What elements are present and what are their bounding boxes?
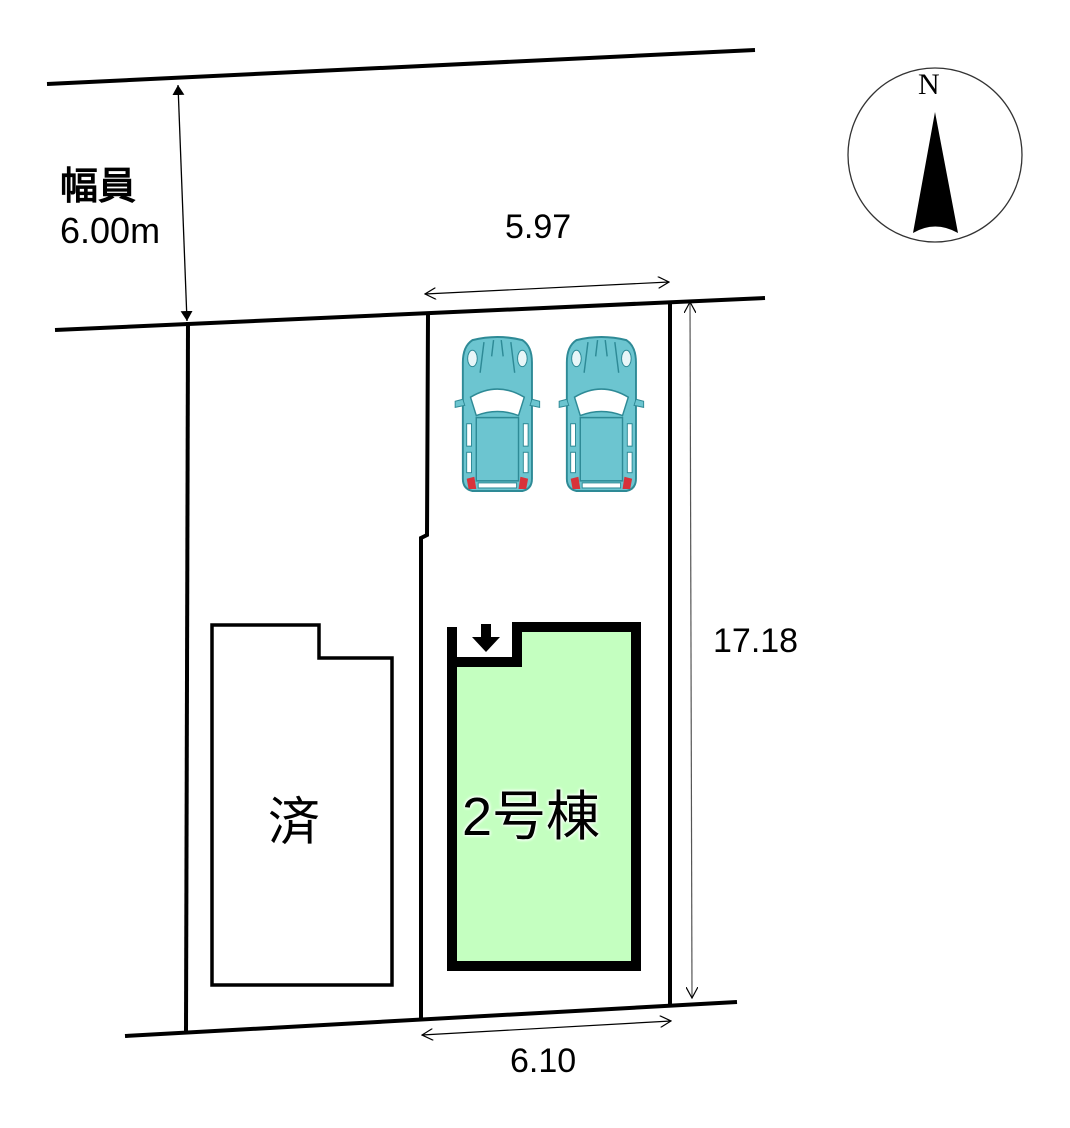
entrance-arrow-icon [472, 624, 500, 652]
car-icon [558, 335, 645, 493]
road-width-value: 6.00m [60, 210, 161, 251]
north-compass-icon [847, 67, 1023, 243]
neighbor-lot-left-boundary [184, 321, 190, 1033]
frontage-top-arrow [425, 282, 669, 294]
frontage-top-value: 5.97 [505, 208, 572, 246]
car-icon [454, 335, 541, 493]
subject-lot-label: 2号棟 [462, 787, 601, 847]
road-width-label: 幅員 6.00m [60, 165, 160, 253]
north-label: N [918, 68, 940, 101]
subject-lot-left-boundary [419, 314, 430, 1020]
frontage-bottom-value: 6.10 [510, 1042, 577, 1080]
neighbor-lot-label: 済 [268, 794, 321, 852]
road-label-text: 幅員 [60, 166, 137, 208]
neighbor-building [210, 623, 394, 987]
road-edge-south [54, 296, 766, 332]
depth-value: 17.18 [713, 622, 799, 660]
depth-arrow [690, 302, 692, 998]
subject-building[interactable] [447, 622, 641, 971]
lot-rear-boundary [124, 1000, 738, 1038]
road-edge-north [46, 48, 756, 86]
frontage-bottom-arrow [422, 1021, 671, 1035]
road-width-arrow [172, 84, 193, 322]
